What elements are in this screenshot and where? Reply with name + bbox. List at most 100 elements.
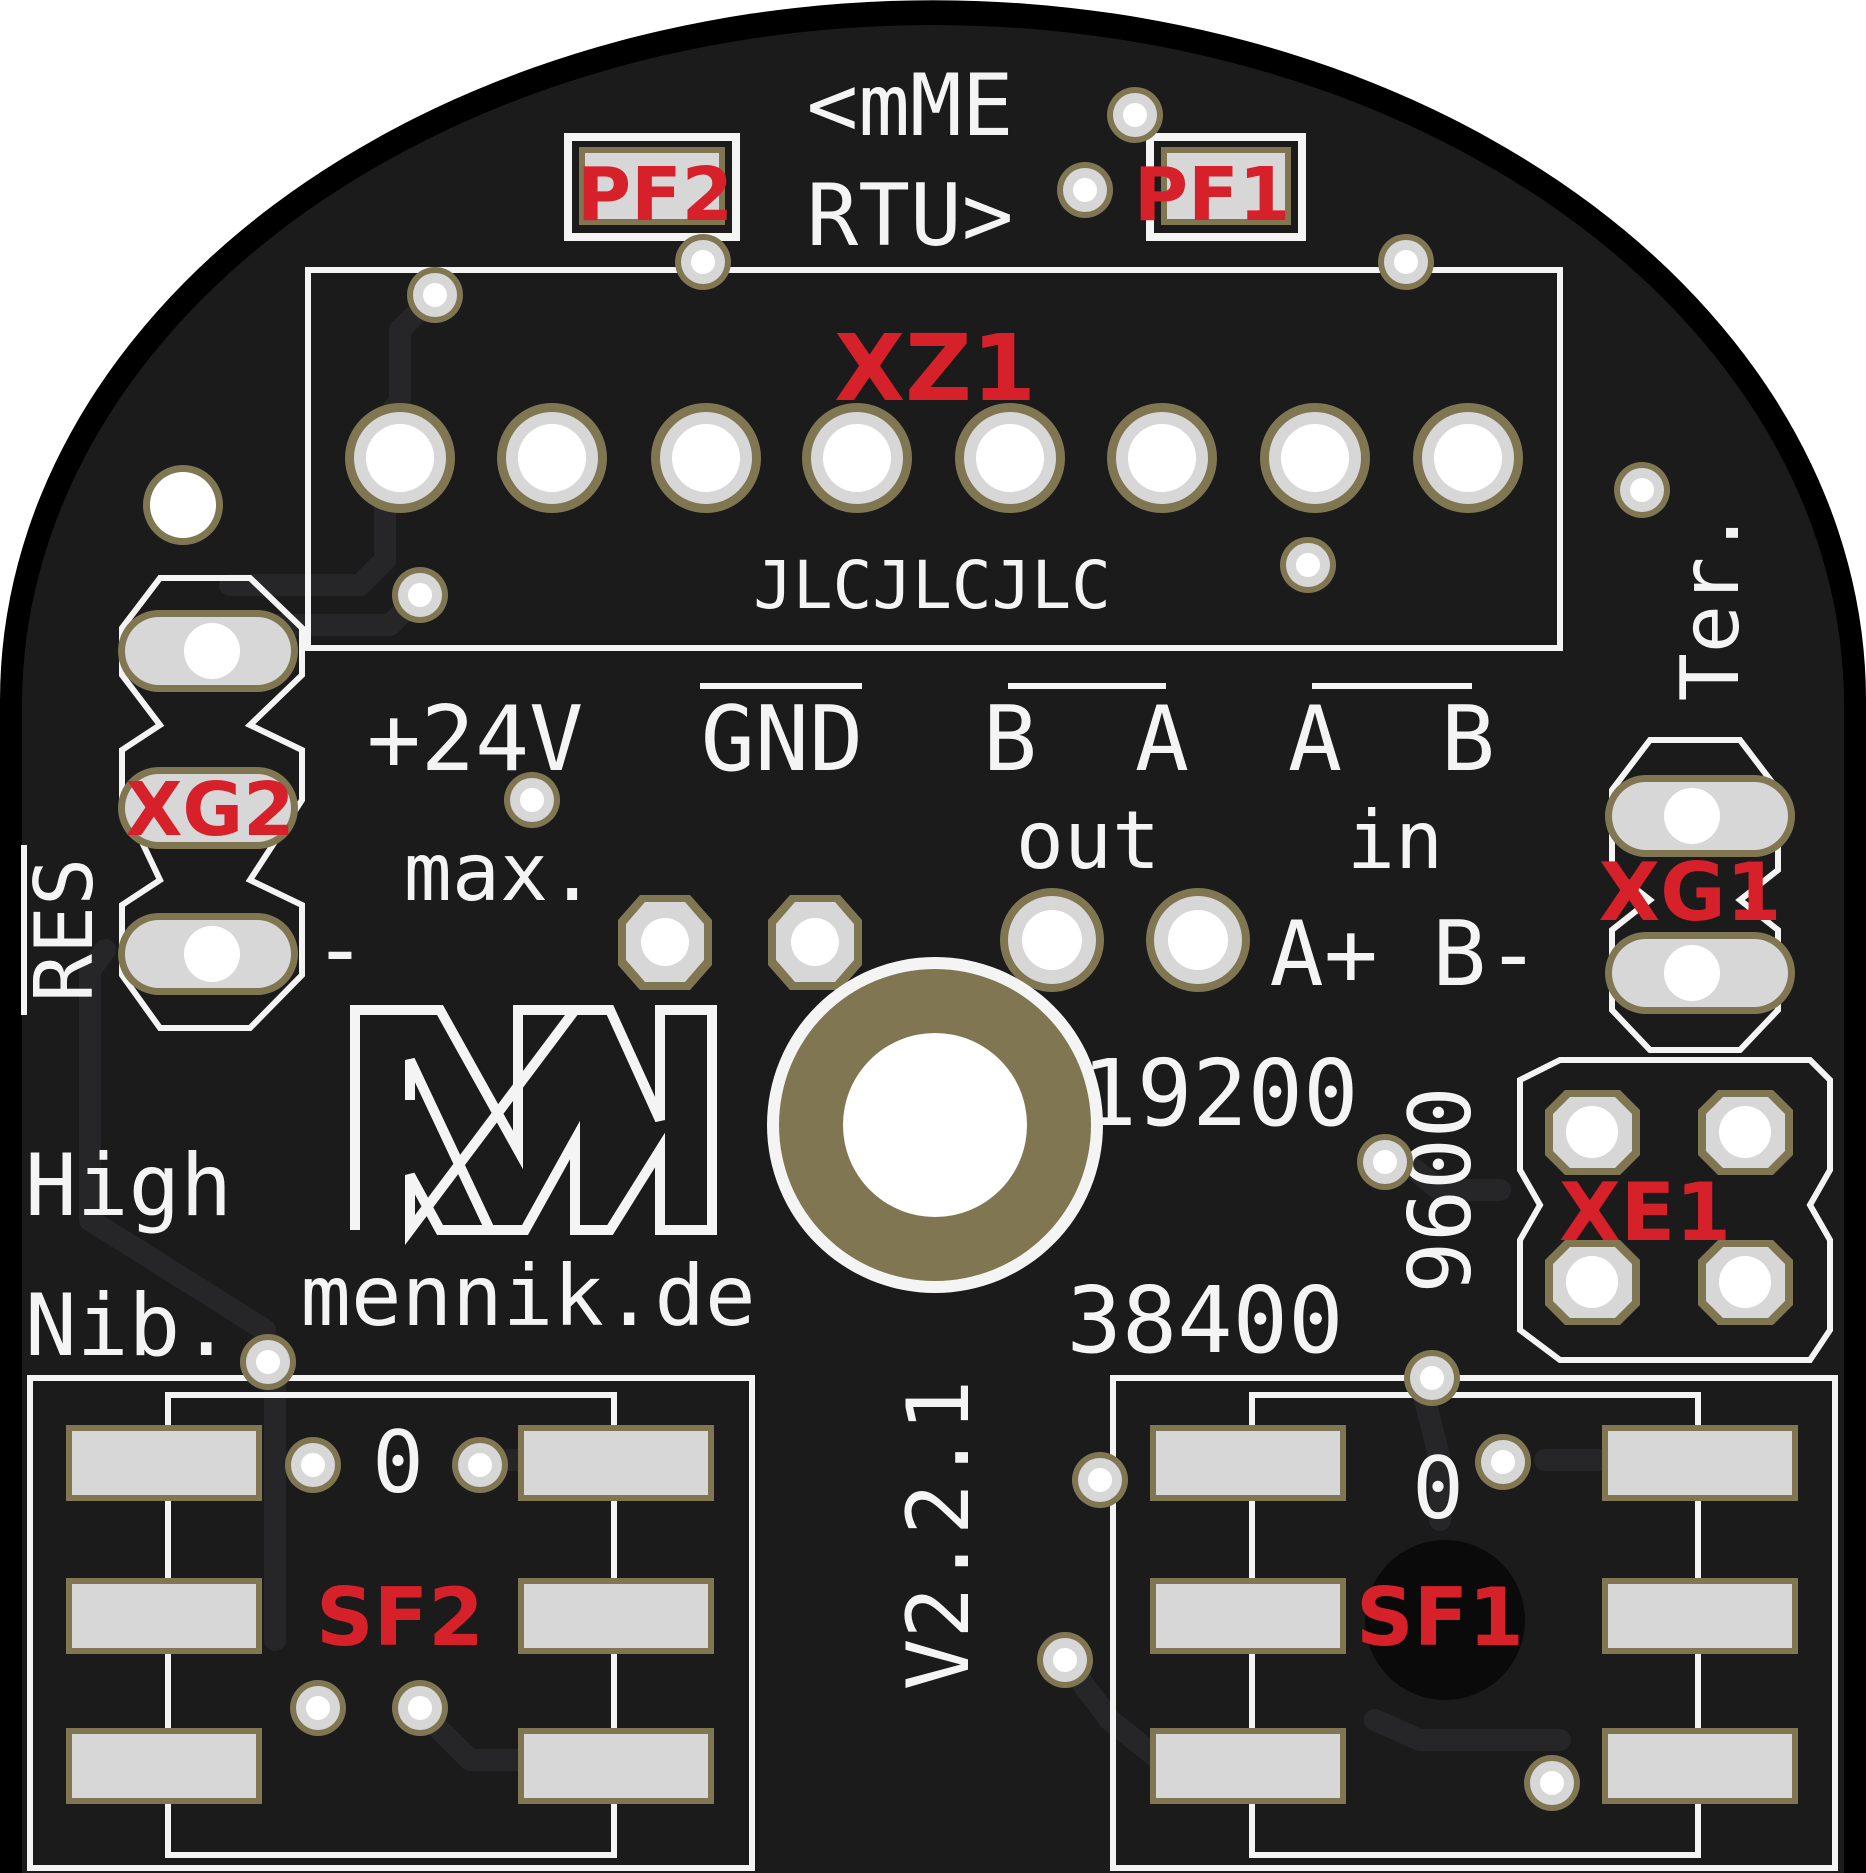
via: [1072, 1452, 1128, 1508]
silk-website: mennik.de: [300, 1247, 755, 1345]
sf1-pad-5: [1602, 1578, 1798, 1654]
sf2-pad-1: [66, 1425, 262, 1501]
xg2-silk-outline: [119, 575, 305, 1031]
pad-bus-out-2: [1146, 888, 1250, 992]
silk-mode-right: RTU>: [806, 166, 1013, 266]
xz1-pin-1: [345, 403, 455, 513]
via: [504, 772, 560, 828]
via: [452, 1437, 508, 1493]
via: [1057, 162, 1113, 218]
silk-out-b: B: [983, 687, 1037, 792]
silk-nib: Nib.: [25, 1276, 232, 1376]
xe1-pin-2: [1698, 1090, 1793, 1175]
silk-ab: A+ B-: [1270, 902, 1541, 1007]
silk-in-a: A: [1288, 687, 1342, 792]
pf1-silk-frame: [1146, 133, 1306, 241]
xz1-pin-8: [1413, 403, 1523, 513]
sf2-pad-5: [518, 1578, 714, 1654]
via: [1524, 1755, 1580, 1811]
silk-zero-right: 0: [1412, 1439, 1464, 1539]
pf2-pad: [579, 147, 725, 225]
silk-zero-left: 0: [372, 1413, 424, 1513]
sf1-pad-2: [1150, 1578, 1346, 1654]
pf2-silk-frame: [564, 133, 740, 241]
sf2-pad-4: [518, 1425, 714, 1501]
via: [1404, 1350, 1460, 1406]
silk-res: RES: [18, 858, 111, 1003]
xe1-pin-4: [1698, 1240, 1793, 1325]
silk-baud-9600: 9600: [1391, 1086, 1491, 1293]
silk-high: High: [25, 1136, 232, 1236]
ref-sf2: SF2: [316, 1571, 484, 1664]
silk-jlc: JLCJLCJLC: [753, 547, 1111, 624]
silk-in-b: B: [1441, 687, 1495, 792]
nm-logo: [350, 1005, 717, 1245]
via: [675, 234, 731, 290]
xz1-pin-5: [955, 403, 1065, 513]
sf2-pad-3: [66, 1728, 262, 1804]
xg2-pad-mid: [118, 767, 298, 849]
via: [240, 1334, 296, 1390]
pad-bus-aux-1: [618, 895, 712, 990]
xz1-silk-frame: [305, 267, 1563, 651]
via: [1107, 87, 1163, 143]
pad-bus-out-1: [1000, 888, 1104, 992]
ref-xg1: XG1: [1598, 846, 1781, 939]
ref-xe1: XE1: [1559, 1166, 1731, 1259]
via: [285, 1437, 341, 1493]
xz1-pin-6: [1107, 403, 1217, 513]
via: [1378, 234, 1434, 290]
xg2-pad-bottom: [118, 913, 298, 995]
silk-out-a: A: [1135, 687, 1189, 792]
silk-in: in: [1347, 794, 1443, 887]
sf1-pad-4: [1602, 1425, 1798, 1501]
via: [1475, 1434, 1531, 1490]
sf2-pad-6: [518, 1728, 714, 1804]
xz1-pin-2: [497, 403, 607, 513]
via: [407, 267, 463, 323]
xe1-pin-3: [1545, 1240, 1640, 1325]
xz1-pin-4: [802, 403, 912, 513]
via: [1614, 462, 1670, 518]
xz1-pins: [345, 403, 1523, 513]
xg2-pad-top: [118, 610, 298, 692]
silk-overbars: [21, 683, 1472, 1015]
pad-bus-aux-2: [768, 895, 862, 990]
xg1-pad-bottom: [1605, 932, 1795, 1014]
via: [290, 1680, 346, 1736]
ref-pf2: PF2: [577, 152, 733, 238]
sf1-pad-6: [1602, 1728, 1798, 1804]
xe1-silk-outline: [1517, 1057, 1833, 1363]
silk-24v: +24V: [367, 687, 584, 792]
xz1-pin-3: [651, 403, 761, 513]
via: [1037, 1632, 1093, 1688]
ref-pf1: PF1: [1134, 152, 1290, 238]
silk-baud-19200: 19200: [1082, 1040, 1359, 1147]
board-mask: [22, 25, 1844, 1873]
via: [392, 567, 448, 623]
silk-minus-left: -: [313, 897, 367, 1002]
via: [1280, 537, 1336, 593]
via: [392, 1680, 448, 1736]
sf1-pad-1: [1150, 1425, 1346, 1501]
xg1-pad-top: [1605, 775, 1795, 857]
silk-out: out: [1016, 794, 1161, 887]
sf2-pads: [66, 1425, 714, 1804]
mounting-hole: [767, 957, 1103, 1293]
silk-gnd: GND: [701, 687, 864, 792]
pf1-pad: [1161, 147, 1291, 225]
silk-max: max.: [404, 826, 597, 919]
silk-mode-left: <mME: [806, 56, 1013, 156]
via: [1357, 1134, 1413, 1190]
sf1-pad-3: [1150, 1728, 1346, 1804]
sf1-dark-via: [1365, 1540, 1525, 1700]
sf1-pads: [1150, 1425, 1798, 1804]
silk-baud-38400: 38400: [1067, 1267, 1344, 1374]
ref-sf1: SF1: [1356, 1571, 1524, 1664]
xz1-pin-7: [1260, 403, 1370, 513]
sf2-pad-2: [66, 1578, 262, 1654]
via: [143, 465, 223, 545]
xe1-pin-1: [1545, 1090, 1640, 1175]
sf2-silk-outer: [27, 1375, 755, 1871]
